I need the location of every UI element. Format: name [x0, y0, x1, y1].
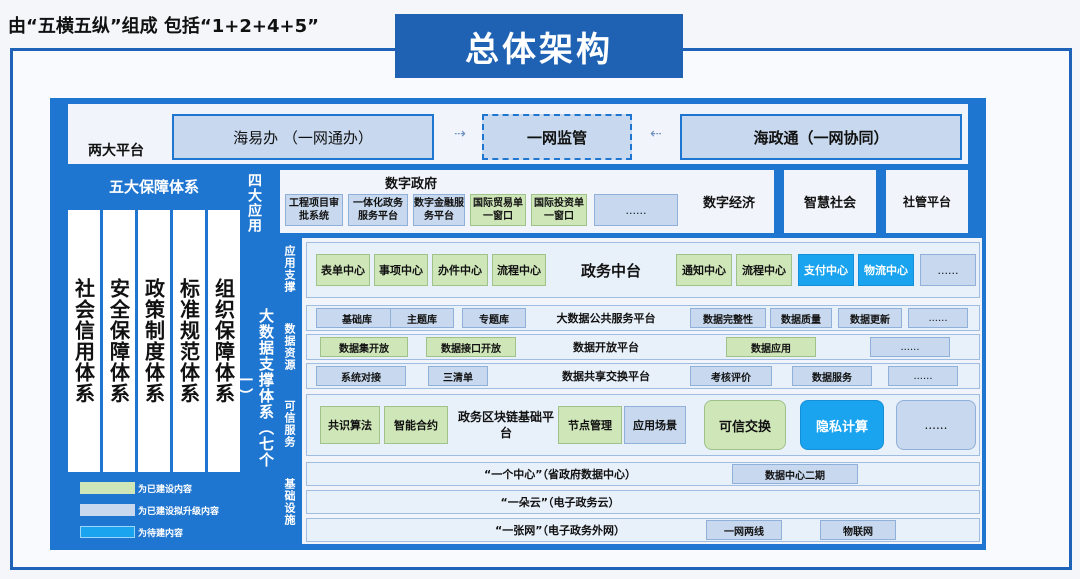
trusted-blockchain-platform: 政务区块链基础平台 — [458, 410, 555, 440]
infra-data-center: “一个中心”（省政府数据中心） — [484, 468, 636, 481]
slide-note: 由“五横五纵”组成 包括“1+2+4+5” — [8, 16, 319, 37]
guarantee-col-standard: 标准规范体系 — [173, 210, 205, 472]
infra-row-2 — [306, 490, 980, 514]
guarantee-col-policy: 政策制度体系 — [138, 210, 170, 472]
platform-supervision: 一网监管 — [482, 114, 632, 160]
guarantee-col-organization: 组织保障体系 — [208, 210, 240, 472]
data-resources-label: 数据资源 — [283, 323, 296, 371]
data-base-lib: 基础库 — [316, 308, 398, 328]
app-trade-window: 国际贸易单一窗口 — [470, 194, 526, 226]
applications-label: 四大应用 — [246, 173, 262, 233]
digital-gov-title: 数字政府 — [385, 177, 438, 192]
app-integrated-service: 一体化政务服务平台 — [348, 194, 408, 226]
support-more: ...... — [920, 254, 976, 286]
data-three-lists: 三清单 — [428, 366, 488, 386]
data-application: 数据应用 — [726, 337, 816, 357]
platforms-label: 两大平台 — [88, 143, 144, 159]
support-payment-center: 支付中心 — [798, 254, 854, 286]
app-more: ...... — [594, 194, 678, 226]
legend-label-built: 为已建设内容 — [138, 485, 193, 495]
big-data-label: 大数据支撑体系（七个一） — [236, 308, 275, 468]
slide-title: 总体架构 — [395, 14, 683, 78]
app-engineering-approval: 工程项目审批系统 — [285, 194, 343, 226]
data-assessment: 考核评价 — [690, 366, 772, 386]
infra-iot: 物联网 — [820, 520, 896, 540]
data-topic-lib: 主题库 — [390, 308, 454, 328]
support-flow-center: 流程中心 — [736, 254, 792, 286]
infra-row-1 — [306, 462, 980, 486]
infrastructure-label: 基础设施 — [283, 478, 296, 526]
app-social-management: 社管平台 — [886, 170, 968, 233]
support-matter-center: 事项中心 — [374, 254, 428, 286]
guarantee-col-security: 安全保障体系 — [103, 210, 135, 472]
platform-haiyiban: 海易办 （一网通办） — [172, 114, 434, 160]
data-system-link: 系统对接 — [316, 366, 406, 386]
architecture-diagram: 两大平台 海易办 （一网通办） ⇢ 一网监管 ⇠ 海政通（一网协同） 五大保障体… — [50, 98, 986, 550]
guarantee-col-credit: 社会信用体系 — [68, 210, 100, 472]
data-special-lib: 专题库 — [462, 308, 526, 328]
data-row2-more: ...... — [870, 337, 950, 357]
dashed-arrow-right-icon: ⇢ — [454, 126, 466, 142]
data-open-platform: 数据开放平台 — [573, 341, 639, 354]
trusted-more: ...... — [896, 400, 976, 450]
data-service: 数据服务 — [792, 366, 872, 386]
legend-swatch-built — [80, 482, 135, 494]
app-support-label: 应用支撑 — [283, 245, 296, 293]
trusted-privacy-computing: 隐私计算 — [800, 400, 884, 450]
trusted-smart-contract: 智能合约 — [384, 406, 448, 444]
data-row1-more: ...... — [908, 308, 968, 328]
trusted-scenarios: 应用场景 — [624, 406, 686, 444]
data-api-open: 数据接口开放 — [426, 337, 516, 357]
support-process-center: 流程中心 — [492, 254, 546, 286]
legend-label-todo: 为待建内容 — [138, 529, 184, 539]
app-digital-economy: 数字经济 — [684, 170, 774, 233]
data-update: 数据更新 — [838, 308, 902, 328]
platform-haizhengtong: 海政通（一网协同） — [680, 114, 962, 160]
dashed-arrow-left-icon: ⇠ — [650, 126, 662, 142]
legend-swatch-todo — [80, 526, 135, 538]
support-middle-platform: 政务中台 — [580, 261, 641, 280]
infra-one-network-two-lines: 一网两线 — [706, 520, 782, 540]
data-public-service-platform: 大数据公共服务平台 — [556, 312, 656, 325]
data-set-open: 数据集开放 — [320, 337, 408, 357]
data-row-2 — [306, 334, 980, 360]
app-investment-window: 国际投资单一窗口 — [531, 194, 587, 226]
trusted-consensus: 共识算法 — [320, 406, 380, 444]
data-share-exchange-platform: 数据共享交换平台 — [562, 370, 650, 383]
support-form-center: 表单中心 — [316, 254, 370, 286]
app-digital-finance: 数字金融服务平台 — [413, 194, 465, 226]
support-case-center: 办件中心 — [432, 254, 488, 286]
support-logistics-center: 物流中心 — [858, 254, 914, 286]
trusted-exchange: 可信交换 — [704, 400, 786, 450]
guarantee-label: 五大保障体系 — [108, 178, 199, 196]
trusted-label: 可信服务 — [283, 400, 296, 448]
support-notice-center: 通知中心 — [676, 254, 732, 286]
trusted-node-management: 节点管理 — [558, 406, 622, 444]
row-label-strip — [276, 238, 302, 544]
infra-gov-cloud: “一朵云”（电子政务云） — [500, 496, 620, 509]
legend-swatch-upgrade — [80, 504, 135, 516]
data-row3-more: ...... — [888, 366, 958, 386]
data-quality: 数据质量 — [770, 308, 832, 328]
app-smart-society: 智慧社会 — [784, 170, 876, 233]
legend-label-upgrade: 为已建设拟升级内容 — [138, 507, 220, 517]
data-integrity: 数据完整性 — [690, 308, 766, 328]
infra-gov-network: “一张网”（电子政务外网） — [495, 524, 625, 537]
infra-data-center-phase2: 数据中心二期 — [732, 464, 858, 484]
